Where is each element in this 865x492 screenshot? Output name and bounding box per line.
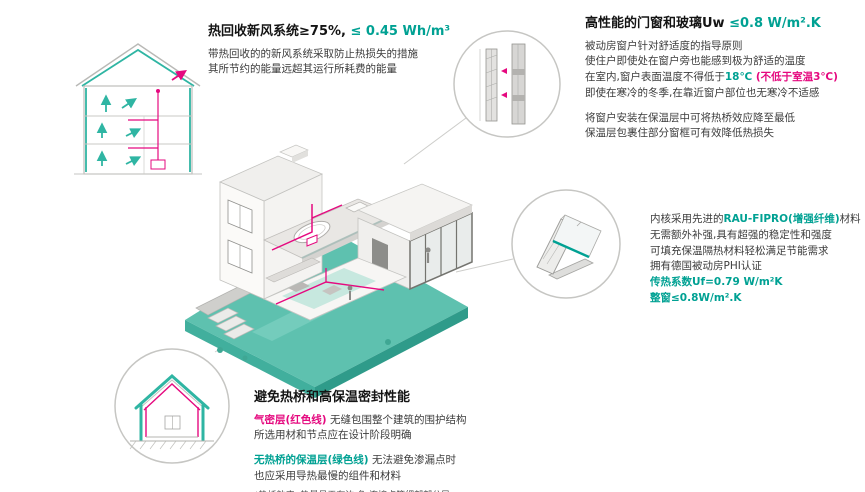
- windows-body-line: 被动房窗户针对舒适度的指导原则: [585, 39, 743, 52]
- windows-body-line: 即使在寒冷的冬季,在靠近窗户部位也无寒冷不适感: [585, 86, 820, 99]
- profile-uf-value: 传热系数Uf=0.79 W/m²K: [650, 276, 783, 288]
- frame-profile-detail-circle: [509, 187, 623, 301]
- ground-hatch: [129, 440, 207, 450]
- profile-body-line: 拥有德国被动房PHI认证: [650, 260, 762, 273]
- frame-profile-drawing: [511, 189, 621, 299]
- windows-body-line: 保温层包裹住部分窗框可有效降低热损失: [585, 127, 774, 140]
- ventilation-title-black: 热回收新风系统≥75%,: [208, 24, 346, 39]
- house-cross-section-illustration: [74, 43, 202, 175]
- ventilation-title-value: ≤ 0.45 Wh/m³: [345, 24, 451, 39]
- window-section-detail-circle: [452, 29, 562, 139]
- thermal-line1-black: 无缝包围整个建筑的围护结构: [326, 413, 467, 426]
- insulation-section-circle: [112, 346, 232, 466]
- profile-line1-b: 材料: [839, 213, 861, 225]
- section-profile: 内核采用先进的RAU-FIPRO(增强纤维)材料 无需额外补强,具有超强的稳定性…: [650, 212, 861, 307]
- thermal-title: 避免热桥和高保温密封性能: [254, 390, 411, 405]
- profile-uw-value: 整窗≤0.8W/m².K: [650, 291, 742, 304]
- air-flow-arrows: [96, 70, 187, 167]
- ventilation-title: 热回收新风系统≥75%, ≤ 0.45 Wh/m³: [208, 22, 450, 42]
- ventilation-duct-lines: [128, 89, 166, 170]
- thermal-body-line: 也应采用导热最慢的组件和材料: [254, 469, 401, 482]
- windows-title: 高性能的门窗和玻璃Uw ≤0.8 W/m².K: [585, 14, 838, 34]
- insulation-layer-label: 无热桥的保温层(绿色线): [254, 454, 369, 466]
- profile-body-line: 无需额外补强,具有超强的稳定性和强度: [650, 228, 832, 241]
- ventilation-body-line: 带热回收的的新风系统采取防止热损失的措施: [208, 47, 418, 60]
- windows-body-line: 将窗户安装在保温层中可将热桥效应降至最低: [585, 111, 795, 124]
- profile-body-line: 可填充保温隔热材料轻松满足节能需求: [650, 244, 829, 257]
- duct-lines: [271, 204, 385, 305]
- windows-line3-note: (不低于室温3℃): [755, 71, 838, 83]
- profile-line1-a: 内核采用先进的: [650, 213, 724, 225]
- insulation-green-line: [134, 373, 210, 442]
- window-section-detail-drawing: [453, 30, 561, 138]
- windows-title-value: ≤0.8 W/m².K: [729, 16, 821, 31]
- windows-line3-black: 在室内,窗户表面温度不得低于: [585, 71, 725, 83]
- thermal-footnote: *热桥效应: 热量易于在边,角,连接点等细部部分导: [254, 490, 466, 492]
- isometric-house-illustration: [185, 144, 474, 398]
- ground-floor-interior: [263, 257, 408, 321]
- profile-material-name: RAU-FIPRO(增强纤维): [723, 213, 840, 225]
- airtight-layer-label: 气密层(红色线): [254, 413, 327, 426]
- windows-line3-temp: 18℃: [724, 71, 756, 83]
- section-ventilation: 热回收新风系统≥75%, ≤ 0.45 Wh/m³ 带热回收的的新风系统采取防止…: [208, 22, 450, 78]
- windows-title-black: 高性能的门窗和玻璃Uw: [585, 16, 730, 31]
- thermal-body-line: 无热桥的保温层(绿色线) 无法避免渗漏点时: [254, 453, 466, 469]
- airtight-red-line: [143, 383, 201, 437]
- insulation-section-drawing: [114, 348, 230, 464]
- thermal-body-line: 气密层(红色线) 无缝包围整个建筑的围护结构: [254, 413, 466, 429]
- section-thermal: 避免热桥和高保温密封性能 气密层(红色线) 无缝包围整个建筑的围护结构 所选用材…: [254, 388, 466, 492]
- thermal-body-line: 所选用材和节点应在设计阶段明确: [254, 429, 412, 442]
- profile-body-line: 内核采用先进的RAU-FIPRO(增强纤维)材料: [650, 212, 861, 228]
- ventilation-body-line: 其所节约的能量远超其运行所耗费的能量: [208, 63, 397, 76]
- human-figures: [347, 247, 431, 300]
- windows-body-line: 在室内,窗户表面温度不得低于18℃ (不低于室温3℃): [585, 70, 838, 86]
- thermal-line3-black: 无法避免渗漏点时: [368, 454, 456, 466]
- section-windows: 高性能的门窗和玻璃Uw ≤0.8 W/m².K 被动房窗户针对舒适度的指导原则 …: [585, 14, 838, 142]
- windows-body-line: 使住户即使处在窗户旁也能感到极为舒适的温度: [585, 55, 806, 68]
